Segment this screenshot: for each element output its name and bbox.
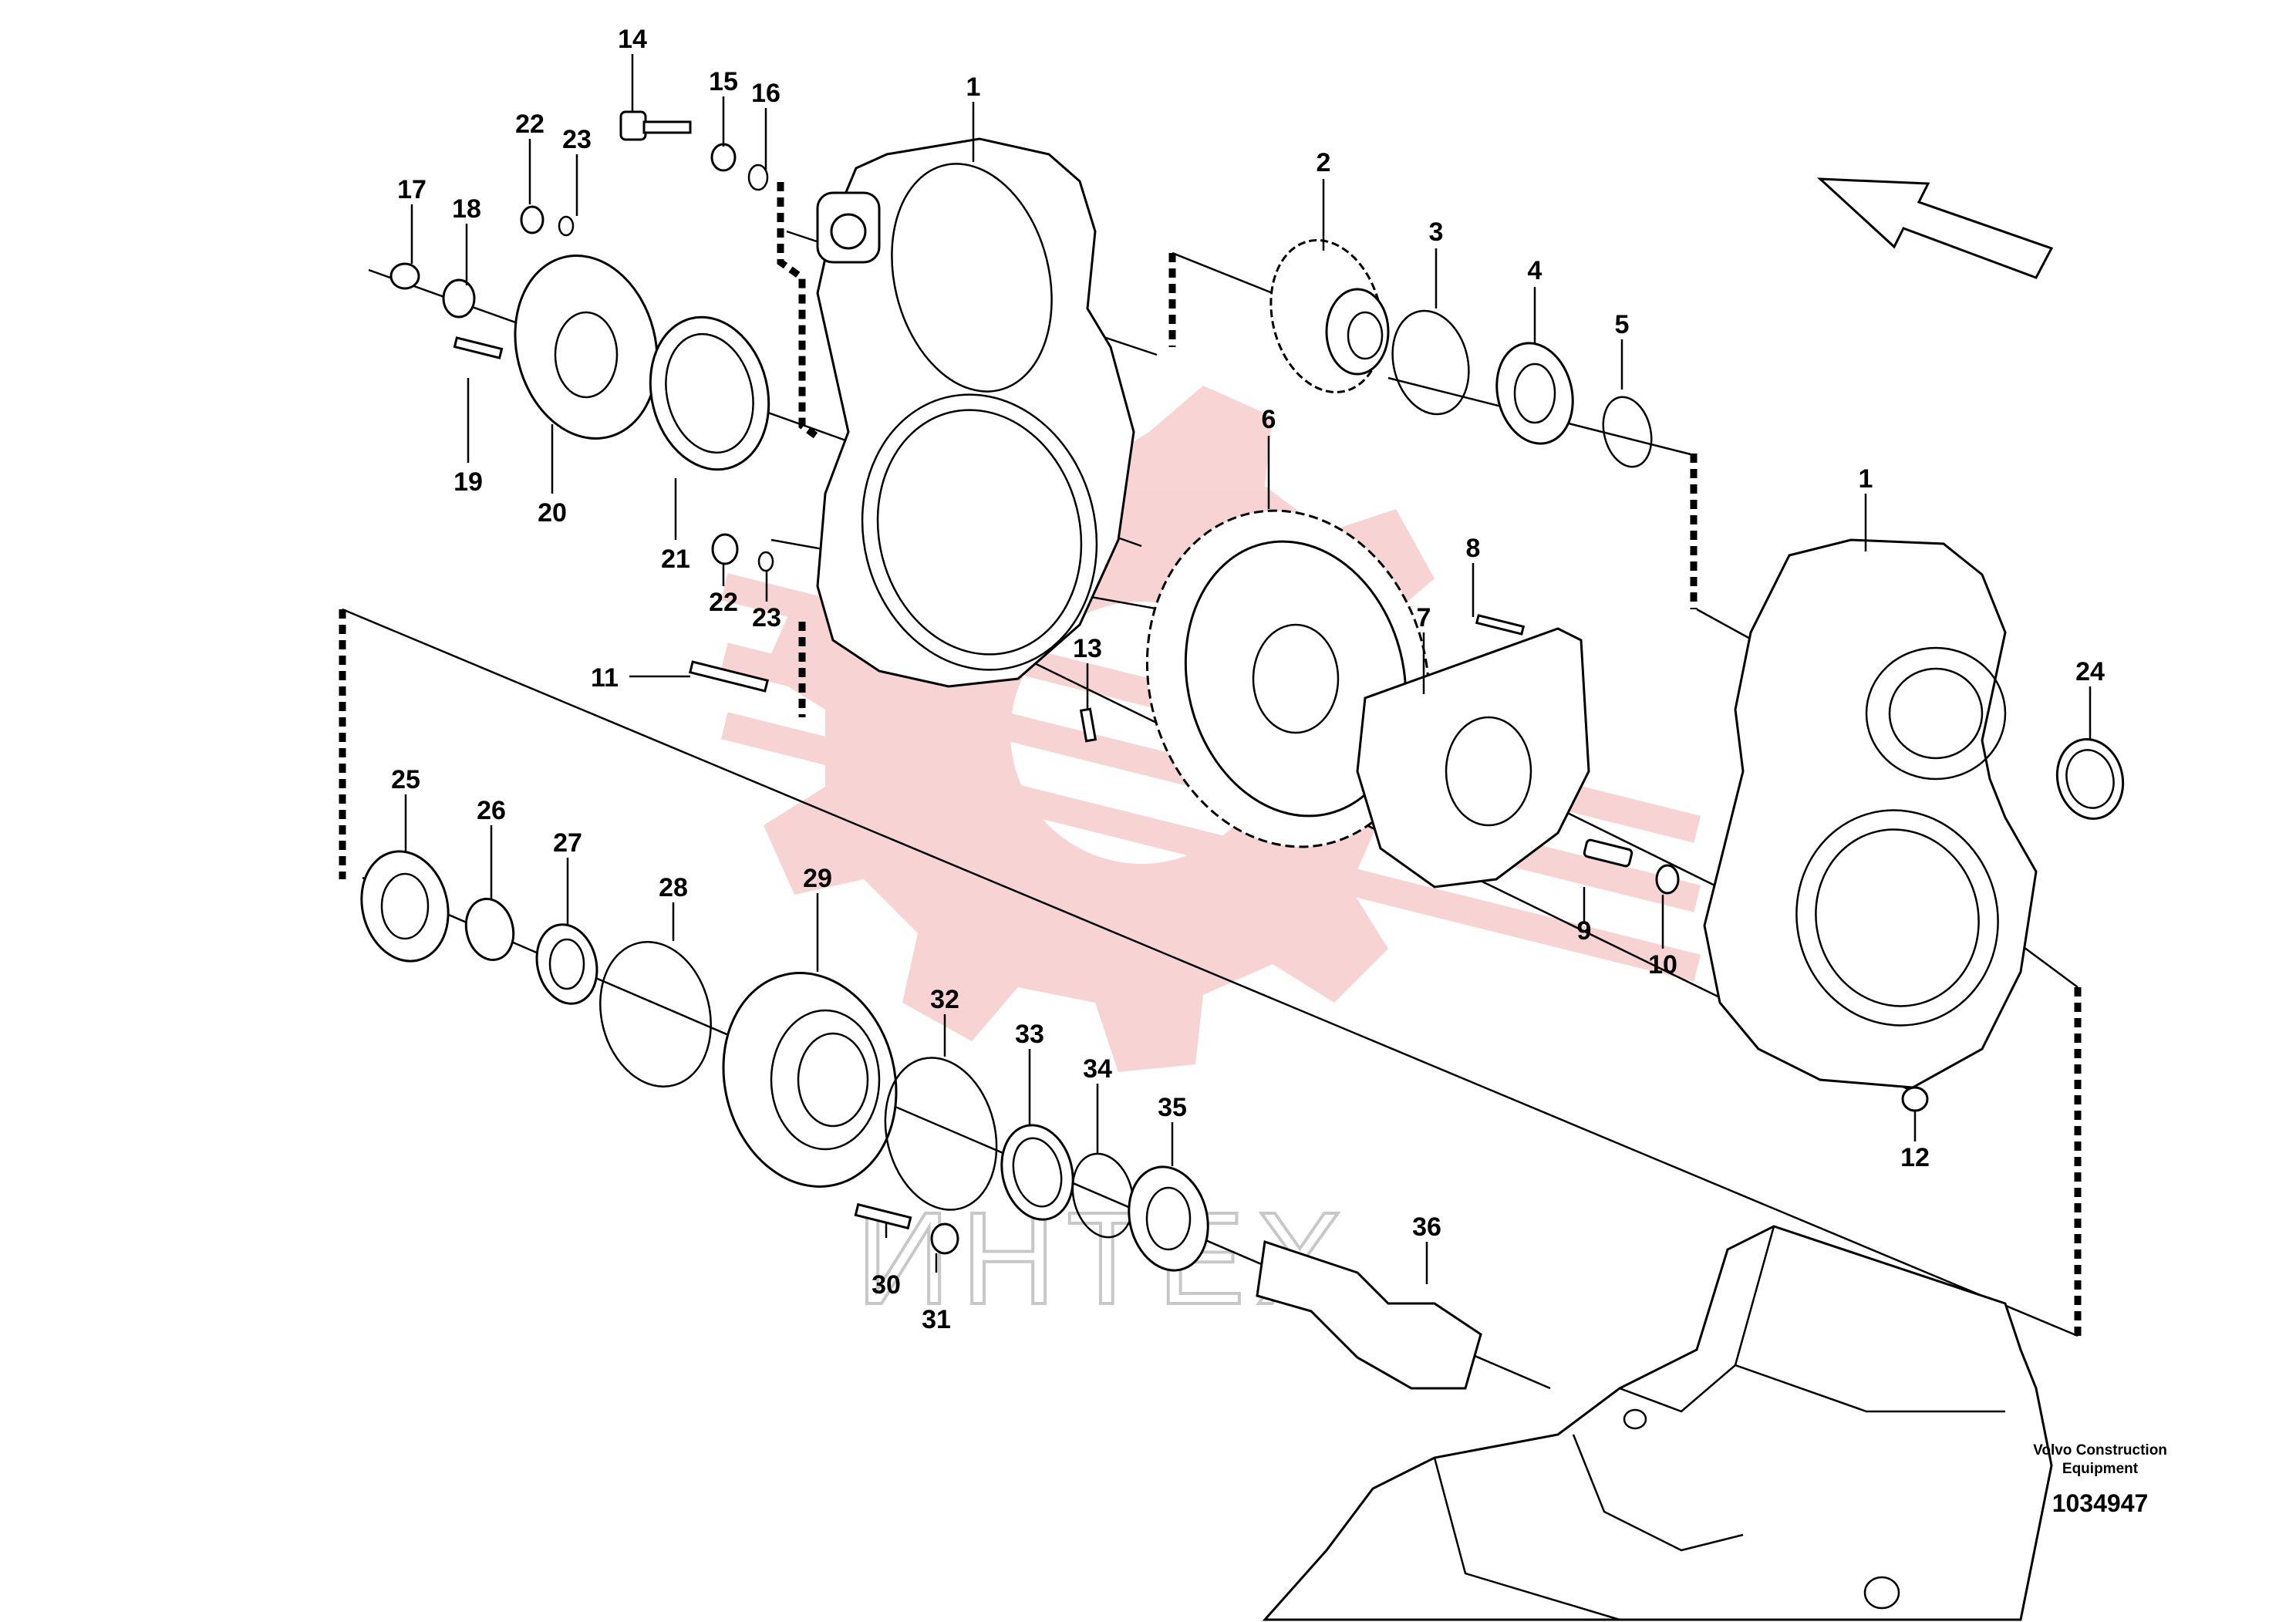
callout-12: 12 — [1900, 1143, 1930, 1172]
callout-15: 15 — [709, 67, 738, 96]
bearing-35 — [1128, 1165, 1209, 1272]
spacer-33 — [1000, 1124, 1074, 1221]
retaining-ring — [1391, 309, 1470, 416]
flange-plate — [514, 255, 659, 440]
callout-16: 16 — [751, 79, 781, 108]
callout-6: 6 — [1262, 405, 1276, 434]
callout-8: 8 — [1466, 534, 1481, 563]
callout-31: 31 — [922, 1305, 951, 1334]
direction-arrow-icon — [1816, 177, 2054, 279]
housing-cover-left — [816, 137, 1135, 688]
callout-29: 29 — [803, 864, 832, 893]
ring-27 — [535, 923, 598, 1005]
callout-5: 5 — [1615, 310, 1630, 339]
callout-34: 34 — [1083, 1054, 1112, 1084]
callout-17: 17 — [397, 175, 426, 204]
callout-33: 33 — [1015, 1020, 1044, 1049]
callout-27: 27 — [553, 828, 582, 858]
callout-22-top: 22 — [515, 110, 544, 139]
callout-22-mid: 22 — [709, 588, 738, 617]
callout-25: 25 — [391, 765, 420, 794]
housing-right — [1703, 538, 2038, 1089]
cover-plate — [1356, 627, 1590, 889]
pinion-shaft-36 — [1256, 1240, 1482, 1390]
callout-32: 32 — [930, 985, 959, 1014]
callout-1-right: 1 — [1859, 464, 1873, 494]
caption-block: Volvo Construction Equipment 1034947 — [2033, 1442, 2167, 1517]
callout-2: 2 — [1317, 148, 1331, 177]
callout-24: 24 — [2075, 657, 2105, 686]
callout-30: 30 — [872, 1270, 901, 1300]
bearing-4 — [1495, 342, 1574, 445]
brand-line-2: Equipment — [2062, 1461, 2139, 1477]
fasteners — [389, 110, 1929, 1255]
seal-24 — [2055, 738, 2125, 820]
callout-36: 36 — [1412, 1212, 1441, 1242]
callout-7: 7 — [1417, 603, 1431, 632]
ring-34 — [1071, 1152, 1135, 1239]
callout-11: 11 — [591, 663, 619, 693]
callout-23-top: 23 — [562, 125, 592, 154]
callout-35: 35 — [1158, 1093, 1187, 1122]
axle-housing — [1262, 1225, 2053, 1621]
callout-3: 3 — [1429, 218, 1444, 247]
o-ring-28 — [599, 941, 712, 1088]
callout-13: 13 — [1073, 634, 1102, 663]
callout-26: 26 — [477, 796, 506, 825]
snap-ring-5 — [1602, 396, 1653, 468]
brand-line-1: Volvo Construction — [2033, 1442, 2167, 1458]
o-ring-32 — [884, 1057, 998, 1211]
pinion-gear — [1269, 239, 1390, 393]
callout-10: 10 — [1648, 950, 1677, 980]
drawing-number: 1034947 — [2052, 1489, 2149, 1517]
callout-18: 18 — [452, 194, 481, 224]
callout-14: 14 — [618, 25, 647, 54]
callout-20: 20 — [538, 498, 567, 528]
callout-9: 9 — [1577, 916, 1592, 946]
dashed-assembly-lines — [339, 182, 2082, 1336]
callout-4: 4 — [1528, 256, 1542, 285]
callout-1: 1 — [966, 73, 981, 102]
callout-numbers: 1 2 3 4 5 6 7 8 9 10 11 12 13 14 15 16 1… — [391, 25, 2105, 1334]
callout-21: 21 — [661, 545, 690, 574]
callout-19: 19 — [453, 467, 483, 497]
leader-lines — [404, 54, 2092, 1284]
seal-ring — [649, 315, 770, 471]
bearing-housing-29 — [722, 972, 898, 1188]
ring-26 — [464, 898, 515, 961]
callout-28: 28 — [659, 873, 688, 902]
callout-23-mid: 23 — [752, 603, 781, 632]
bearing-25 — [360, 850, 450, 963]
